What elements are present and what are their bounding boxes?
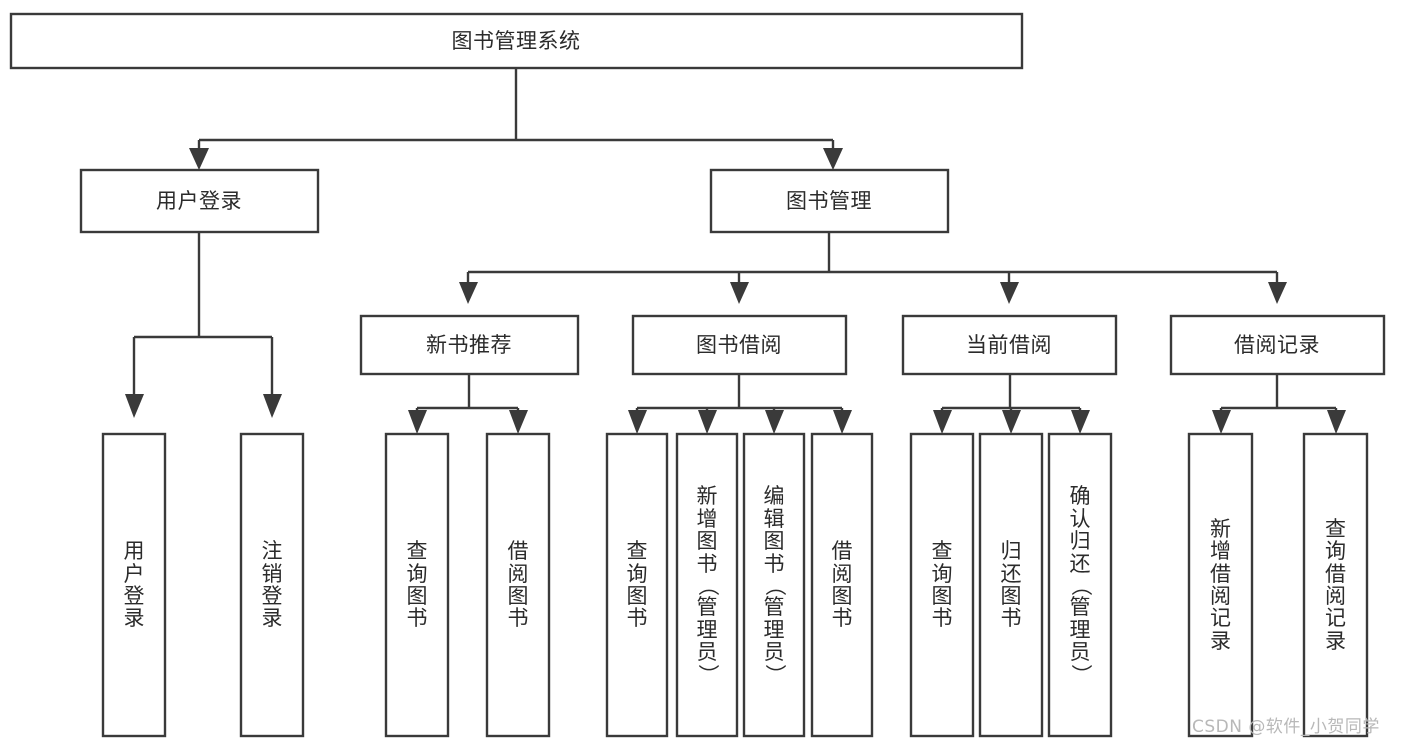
- node-current-borrow[interactable]: [901, 314, 1118, 376]
- node-leaf-query-book-3[interactable]: [909, 432, 975, 738]
- node-user-login-label: 用户登录: [156, 189, 242, 213]
- node-leaf-add-record[interactable]: [1187, 432, 1254, 738]
- node-root-label: 图书管理系统: [452, 29, 581, 53]
- node-user-login[interactable]: [79, 168, 320, 234]
- node-leaf-query-book-1[interactable]: [384, 432, 450, 738]
- node-leaf-borrow-book-1[interactable]: [485, 432, 551, 738]
- node-leaf-query-book-2[interactable]: [605, 432, 669, 738]
- node-leaf-add-book[interactable]: [675, 432, 739, 738]
- connector-bookborrow-to-leaves: [628, 374, 852, 434]
- connector-records-to-leaves: [1212, 374, 1346, 434]
- node-borrow-records[interactable]: [1169, 314, 1386, 376]
- connector-currentborrow-to-leaves: [933, 374, 1090, 434]
- node-book-borrow[interactable]: [631, 314, 848, 376]
- node-leaf-logout[interactable]: [239, 432, 305, 738]
- node-leaf-query-record[interactable]: [1302, 432, 1369, 738]
- connector-bookmgmt-to-level3: [459, 232, 1287, 304]
- connector-userlogin-to-leaves: [125, 232, 282, 418]
- node-book-management[interactable]: [709, 168, 950, 234]
- node-new-book-recommend[interactable]: [359, 314, 580, 376]
- node-book-management-label: 图书管理: [786, 189, 872, 213]
- node-current-borrow-label: 当前借阅: [966, 333, 1052, 357]
- node-leaf-return-book[interactable]: [978, 432, 1044, 738]
- node-new-book-recommend-label: 新书推荐: [426, 333, 512, 357]
- watermark-text: CSDN @软件_小贺同学: [1192, 717, 1380, 737]
- node-leaf-edit-book[interactable]: [742, 432, 806, 738]
- node-borrow-records-label: 借阅记录: [1234, 333, 1320, 357]
- node-leaf-user-login[interactable]: [101, 432, 167, 738]
- connector-root-to-level2: [189, 68, 843, 170]
- node-book-borrow-label: 图书借阅: [696, 333, 782, 357]
- node-root[interactable]: [9, 12, 1024, 70]
- connector-newbook-to-leaves: [408, 374, 528, 434]
- node-leaf-borrow-book-2[interactable]: [810, 432, 874, 738]
- node-leaf-confirm-return[interactable]: [1047, 432, 1113, 738]
